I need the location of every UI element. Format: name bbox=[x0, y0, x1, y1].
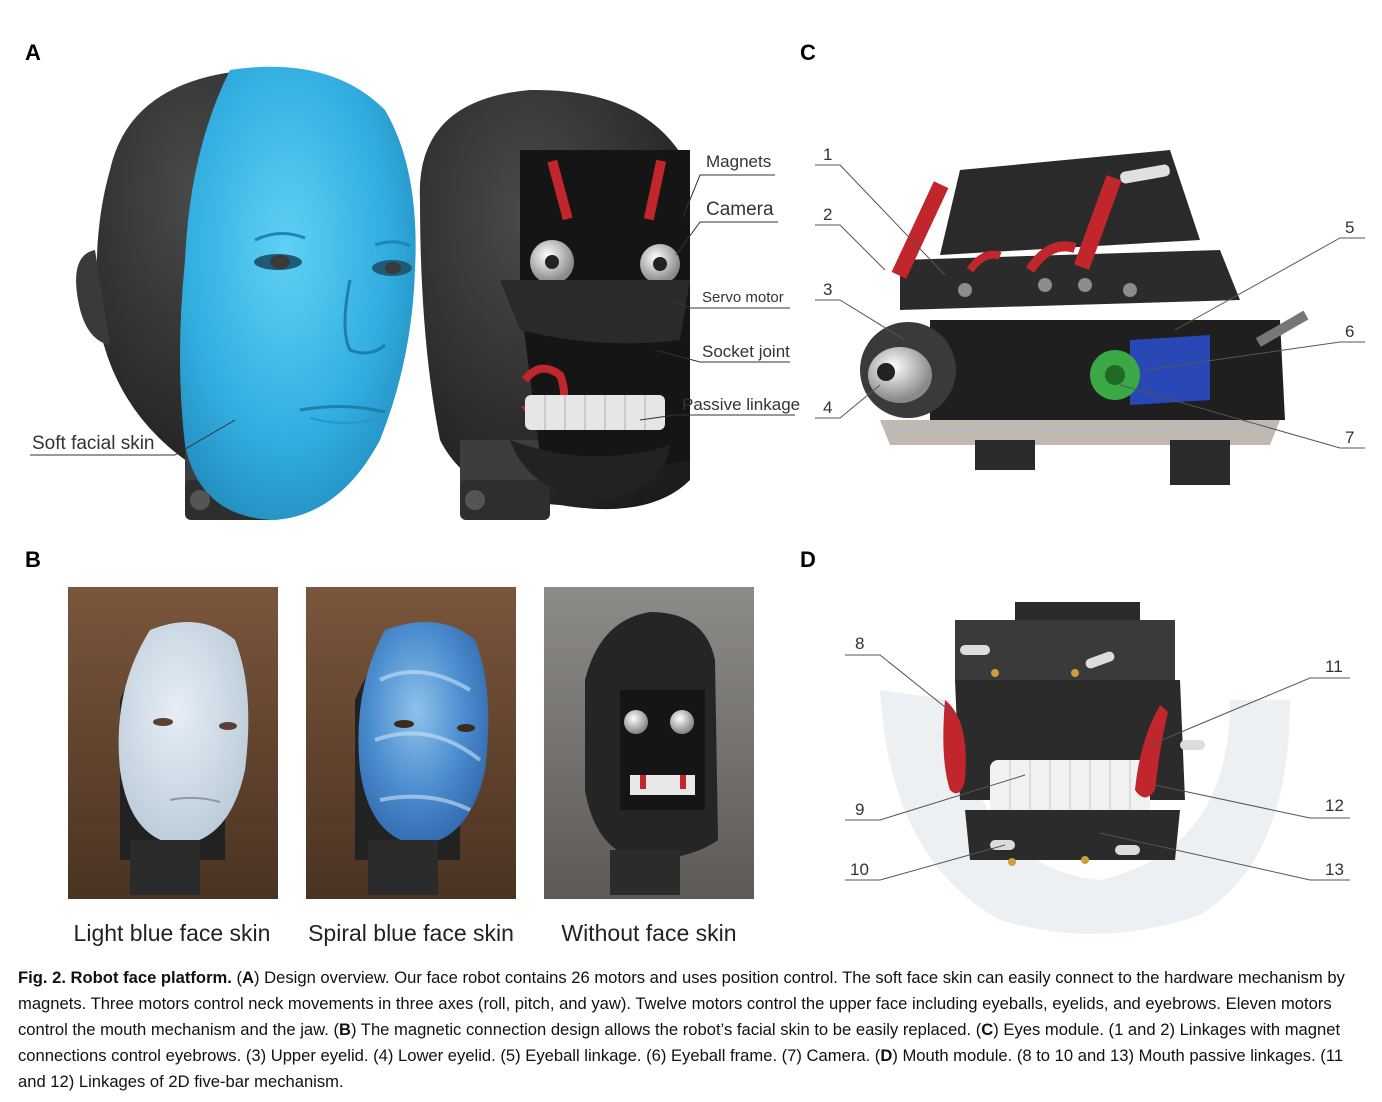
d-number-10: 10 bbox=[850, 860, 869, 879]
figure-artwork: Magnets Camera Servo motor Socket joint … bbox=[30, 66, 1365, 934]
d-number-8: 8 bbox=[855, 634, 864, 653]
panel-b-letter: B bbox=[25, 547, 41, 572]
figure-caption: Fig. 2. Robot face platform. (A) Design … bbox=[18, 968, 1345, 1091]
label-passive-linkage: Passive linkage bbox=[682, 395, 800, 414]
panel-a-letter: A bbox=[25, 40, 41, 65]
d-number-11: 11 bbox=[1325, 657, 1343, 676]
caption-d-text: Mouth module. (8 to 10 and 13) Mouth pas… bbox=[18, 1046, 1344, 1091]
panel-c-letter: C bbox=[800, 40, 816, 65]
d-number-12: 12 bbox=[1325, 796, 1344, 815]
c-number-1: 1 bbox=[823, 145, 832, 164]
c-number-3: 3 bbox=[823, 280, 832, 299]
caption-a-text: Design overview. Our face robot contains… bbox=[18, 968, 1345, 1039]
caption-d-label: D bbox=[880, 1046, 893, 1065]
c-number-5: 5 bbox=[1345, 218, 1354, 237]
label-servo-motor: Servo motor bbox=[702, 289, 784, 306]
d-number-13: 13 bbox=[1325, 860, 1344, 879]
label-camera: Camera bbox=[706, 199, 774, 220]
photo-caption-light-blue: Light blue face skin bbox=[73, 920, 271, 946]
label-socket-joint: Socket joint bbox=[702, 342, 790, 361]
c-number-2: 2 bbox=[823, 205, 832, 224]
caption-b-text: The magnetic connection design allows th… bbox=[356, 1020, 976, 1039]
panel-c-illustration bbox=[815, 150, 1365, 485]
c-number-6: 6 bbox=[1345, 322, 1354, 341]
d-number-9: 9 bbox=[855, 800, 864, 819]
caption-c-label: C bbox=[981, 1020, 994, 1039]
caption-c-text: Eyes module. (1 and 2) Linkages with mag… bbox=[18, 1020, 1341, 1065]
panel-d-letter: D bbox=[800, 547, 816, 572]
label-magnets: Magnets bbox=[706, 152, 771, 171]
panel-b-photos bbox=[68, 587, 754, 899]
caption-b-label: B bbox=[338, 1020, 351, 1039]
c-number-7: 7 bbox=[1345, 428, 1354, 447]
photo-caption-without-skin: Without face skin bbox=[561, 920, 737, 946]
caption-title: Fig. 2. Robot face platform. bbox=[18, 968, 232, 987]
label-soft-facial-skin: Soft facial skin bbox=[32, 433, 155, 454]
c-number-4: 4 bbox=[823, 398, 832, 417]
panel-d-illustration bbox=[845, 602, 1350, 934]
photo-caption-spiral-blue: Spiral blue face skin bbox=[308, 920, 514, 946]
panel-a-illustration bbox=[30, 66, 795, 521]
caption-a-label: A bbox=[242, 968, 255, 987]
